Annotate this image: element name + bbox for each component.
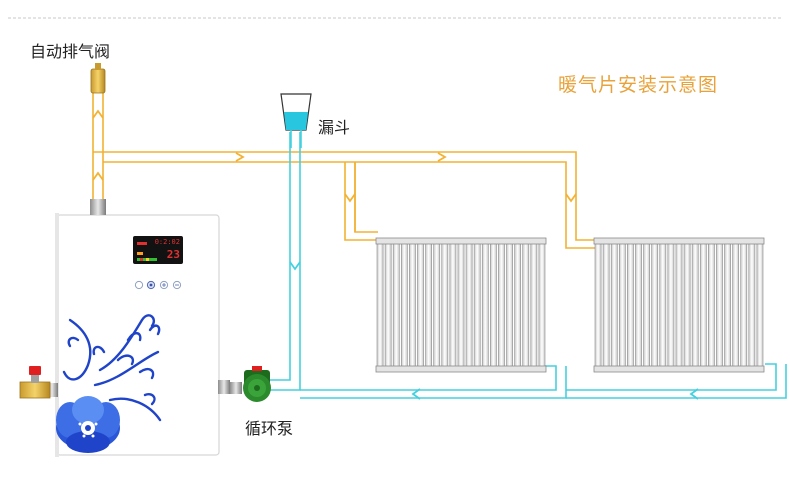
funnel-icon: [280, 93, 312, 148]
return-pipe: [270, 132, 787, 399]
boiler-clock: 0:2:02: [155, 238, 180, 246]
diagram-title: 暖气片安装示意图: [558, 74, 719, 96]
power-button[interactable]: [134, 280, 144, 290]
boiler-display: [133, 236, 183, 264]
circulation-pump-icon: [230, 366, 271, 402]
pump-label: 循环泵: [245, 419, 294, 438]
air-vent-label: 自动排气阀: [30, 42, 111, 61]
funnel-label: 漏斗: [318, 118, 351, 137]
boiler-unit: 0:2:02 23: [46, 199, 230, 457]
supply-arrows: [92, 109, 577, 203]
boiler-buttons[interactable]: [134, 280, 182, 290]
radiator-1: [375, 237, 547, 373]
supply-pipe: [92, 92, 596, 249]
air-vent-icon: [90, 63, 106, 94]
inlet-valve-icon: [19, 366, 51, 399]
boiler-temperature: 23: [167, 248, 180, 261]
flower-bloom: [56, 396, 120, 453]
radiator-2: [593, 237, 765, 373]
return-arrows: [289, 261, 699, 400]
flower-decoration: [62, 314, 162, 422]
